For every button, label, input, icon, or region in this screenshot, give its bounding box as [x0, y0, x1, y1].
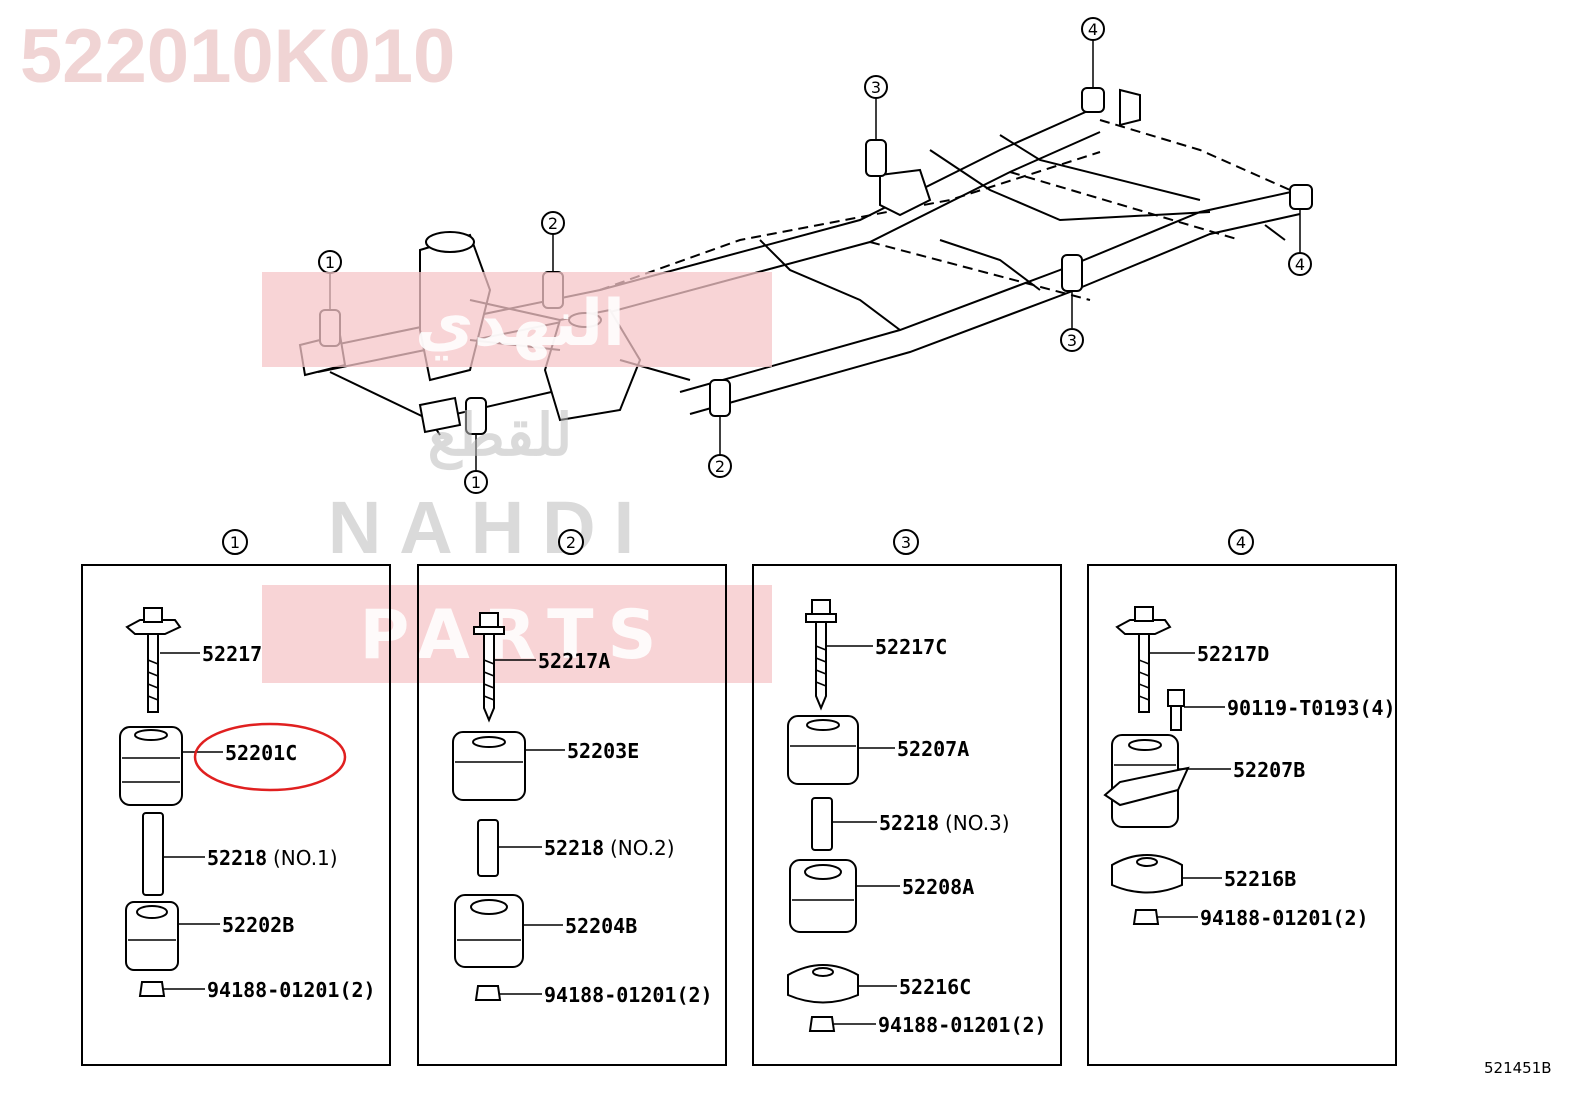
panel-number: 1 [230, 533, 240, 552]
watermark-parts: PARTS [360, 596, 671, 675]
collar-part [811, 797, 833, 851]
panel-frame [417, 564, 727, 1066]
lower-cushion-part [125, 901, 179, 971]
part-label: 52218 [207, 846, 267, 870]
highlight-ring [193, 722, 347, 792]
part-label-suffix: (NO.2) [610, 836, 675, 860]
panel-3: 3 52217C 52207A 52218 (NO.3) 52208A [752, 529, 1062, 1066]
part-label: 52217A [538, 649, 610, 673]
frame-callout: 1 [464, 470, 488, 494]
reference-code: 521451B [1484, 1059, 1552, 1077]
collar-part [477, 819, 499, 877]
part-number-title: 522010K010 [20, 14, 455, 99]
watermark-nahdi: NAHDI [328, 486, 652, 569]
frame-callout: 1 [318, 250, 342, 274]
panel-1: 1 52217 52201C 52218 (NO.1) [81, 529, 391, 1066]
cushion-part [452, 731, 526, 801]
part-label: 52217D [1197, 642, 1269, 666]
collar-part [142, 812, 164, 896]
svg-text:1: 1 [471, 473, 481, 492]
frame-callout: 3 [1060, 328, 1084, 352]
washer-part [1111, 854, 1183, 894]
watermark-band-top [262, 272, 772, 367]
part-label: 52208A [902, 875, 974, 899]
nut-part [138, 981, 166, 997]
part-label: 94188-01201(2) [544, 983, 713, 1007]
part-label: 52207B [1233, 758, 1305, 782]
svg-text:2: 2 [715, 457, 725, 476]
watermark-band-bottom [262, 585, 772, 683]
watermark: النهدي للقطع NAHDI PARTS [262, 272, 772, 683]
panel-4: 4 52217D 90119-T0193(4) 52207B 5221 [1087, 529, 1397, 1066]
part-label-suffix: (NO.1) [273, 846, 338, 870]
part-label: 52217C [875, 635, 947, 659]
watermark-arabic-bottom: للقطع [428, 403, 573, 471]
frame-callout: 2 [541, 211, 565, 235]
part-label: 52217 [202, 642, 262, 666]
panel-frame [81, 564, 391, 1066]
panel-number: 2 [566, 533, 576, 552]
part-label: 52218 [879, 811, 939, 835]
svg-text:3: 3 [871, 78, 881, 97]
part-label: 52216B [1224, 867, 1296, 891]
lower-cushion-part [789, 859, 857, 933]
frame-callout: 2 [708, 454, 732, 478]
svg-text:4: 4 [1295, 255, 1305, 274]
lower-cushion-part [454, 894, 524, 968]
panel-frame [1087, 564, 1397, 1066]
bolt-part [473, 612, 505, 723]
panel-number: 4 [1236, 533, 1246, 552]
svg-text:1: 1 [325, 253, 335, 272]
bolt-part [805, 599, 837, 711]
part-label-highlighted: 52201C [225, 741, 297, 765]
frame-callout: 4 [1288, 252, 1312, 276]
part-label: 94188-01201(2) [878, 1013, 1047, 1037]
washer-part [787, 964, 859, 1004]
bolt-part [1115, 606, 1172, 713]
bolt-part [125, 607, 182, 713]
part-label: 52204B [565, 914, 637, 938]
part-label-suffix: (NO.3) [945, 811, 1010, 835]
part-label: 52202B [222, 913, 294, 937]
part-label: 52203E [567, 739, 639, 763]
small-bolt-part [1167, 689, 1185, 731]
part-label: 52216C [899, 975, 971, 999]
svg-text:2: 2 [548, 214, 558, 233]
svg-text:4: 4 [1088, 20, 1098, 39]
part-label: 94188-01201(2) [1200, 906, 1369, 930]
frame-callout: 3 [864, 75, 888, 99]
cushion-part [1103, 734, 1190, 828]
frame-callouts: 1 2 2 3 3 4 4 1 [318, 17, 1312, 494]
watermark-arabic-top: النهدي [415, 287, 625, 361]
part-label: 94188-01201(2) [207, 978, 376, 1002]
cushion-part [787, 715, 859, 785]
part-label: 52218 [544, 836, 604, 860]
svg-text:3: 3 [1067, 331, 1077, 350]
panel-2: 2 52217A 52203E 52218 (NO.2) 52204B [417, 529, 727, 1066]
nut-part [1132, 909, 1160, 925]
nut-part [474, 985, 502, 1001]
cushion-part [119, 726, 183, 806]
nut-part [808, 1016, 836, 1032]
panel-number: 3 [901, 533, 911, 552]
part-label: 90119-T0193(4) [1227, 696, 1396, 720]
frame-callout: 4 [1081, 17, 1105, 41]
part-label: 52207A [897, 737, 969, 761]
panel-frame [752, 564, 1062, 1066]
